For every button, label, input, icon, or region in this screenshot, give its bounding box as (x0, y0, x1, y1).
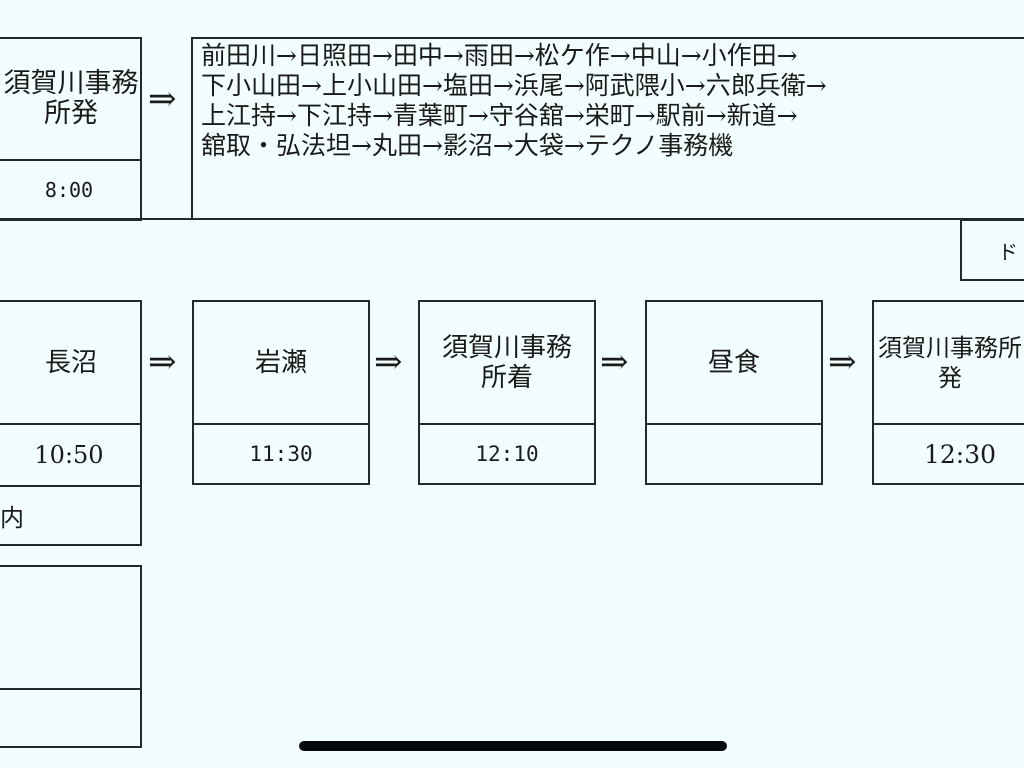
side-note-box: ド (960, 219, 1024, 281)
divider-line (0, 218, 1024, 220)
stop-box-lunch: 昼食 (645, 300, 823, 485)
stop-label: 岩瀬 (194, 302, 368, 425)
double-arrow-icon: ⇒ (148, 79, 177, 119)
stop-time: 12:30 (924, 439, 997, 469)
route-line: 舘取・弘法坦→丸田→影沼→大袋→テクノ事務機 (201, 131, 734, 160)
stop-time: 12:10 (475, 442, 539, 466)
stop-label: 昼食 (647, 302, 821, 425)
stop-box-office-arrival: 須賀川事務 所着 12:10 (418, 300, 596, 485)
stop-time (647, 425, 821, 483)
side-note-text: ド (998, 239, 1018, 264)
origin-stop-box: 須賀川事務 所発 8:00 (0, 37, 142, 221)
stop-box-iwase: 岩瀬 11:30 (192, 300, 370, 485)
route-line: 上江持→下江持→青葉町→守谷舘→栄町→駅前→新道→ (201, 101, 798, 130)
stop-time (0, 690, 140, 746)
stop-label: 須賀川事務所 発 (874, 302, 1024, 425)
empty-stop-box (0, 565, 142, 748)
route-stops-box: 前田川→日照田→田中→雨田→松ケ作→中山→小作田→ 下小山田→上小山田→塩田→浜… (191, 37, 1024, 220)
double-arrow-icon: ⇒ (828, 342, 857, 382)
stop-time: 10:50 (34, 441, 104, 469)
home-indicator-bar[interactable] (299, 741, 727, 751)
stop-note: 内 (0, 485, 140, 544)
stop-label: 長沼 (0, 302, 140, 425)
stop-label: 須賀川事務 所着 (420, 302, 594, 425)
stop-label: 須賀川事務 所発 (0, 39, 140, 161)
double-arrow-icon: ⇒ (148, 342, 177, 382)
stop-time: 11:30 (249, 442, 313, 466)
stop-label (0, 567, 140, 690)
stop-box-office-departure: 須賀川事務所 発 12:30 (872, 300, 1024, 485)
stop-time: 8:00 (44, 178, 94, 202)
double-arrow-icon: ⇒ (600, 342, 629, 382)
double-arrow-icon: ⇒ (374, 342, 403, 382)
stop-box-naganuma: 長沼 10:50 内 (0, 300, 142, 546)
route-line: 下小山田→上小山田→塩田→浜尾→阿武隈小→六郎兵衛→ (201, 71, 827, 100)
route-line: 前田川→日照田→田中→雨田→松ケ作→中山→小作田→ (201, 41, 798, 70)
